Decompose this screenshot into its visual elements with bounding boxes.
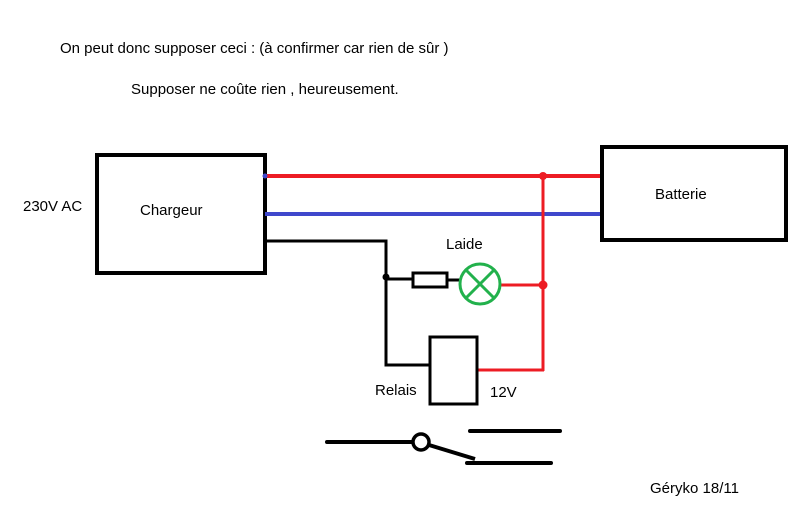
signature: Géryko 18/11 [650,480,739,497]
header-line-1: On peut donc supposer ceci : (à confirme… [60,40,449,57]
lamp-icon [458,262,502,306]
charger-box [95,153,267,275]
junction-dot [539,172,547,180]
header-line-2: Supposer ne coûte rien , heureusement. [131,81,399,98]
switch-icon [325,429,562,465]
charger-label: Chargeur [140,202,203,219]
junction-dot [538,280,548,290]
relay-voltage-label: 12V [490,384,517,401]
charger-terminal-dot [262,173,268,179]
battery-label: Batterie [655,186,707,203]
charger-input-label: 230V AC [23,198,82,215]
relay-box [428,335,479,406]
signal-wire [265,239,429,367]
lamp-label: Laide [446,236,483,253]
resistor [411,271,449,289]
relay-label: Relais [375,382,417,399]
battery-box [600,145,788,242]
